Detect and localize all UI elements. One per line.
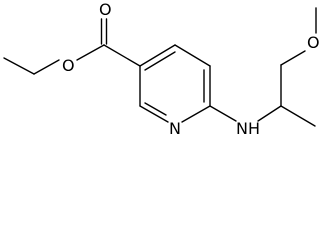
atom-o-ester: O (62, 56, 75, 75)
bond-carbonyl-ring (103, 44, 141, 67)
ring-bond-1 (139, 44, 176, 67)
bond-ethyl-ch2-o (33, 59, 60, 75)
bond-ch-methyl (280, 105, 316, 127)
atom-o-carbonyl: O (99, 0, 112, 19)
bond-ch2-o (280, 50, 306, 66)
atom-layer: O O N NH O (62, 0, 320, 138)
ring-bond-2 (174, 44, 211, 67)
bond-layer (3, 7, 317, 127)
bond-nh-ch (257, 105, 282, 122)
atom-nh: NH (236, 119, 260, 138)
bond-o-carbonyl-c (76, 44, 105, 61)
bond-ring-nh (209, 105, 237, 122)
ring-bond-5 (139, 105, 169, 123)
ring-bond-5-inner (144, 102, 167, 116)
bond-ethyl-ch3-ch2 (3, 57, 35, 75)
molecule-diagram: O O N NH O (3, 0, 320, 138)
ring-bond-1-inner (144, 51, 176, 71)
atom-n-ring: N (169, 119, 181, 138)
structure-drawing: O O N NH O (3, 0, 320, 138)
ring-bond-4 (181, 105, 211, 123)
atom-o-methoxy: O (307, 33, 320, 52)
